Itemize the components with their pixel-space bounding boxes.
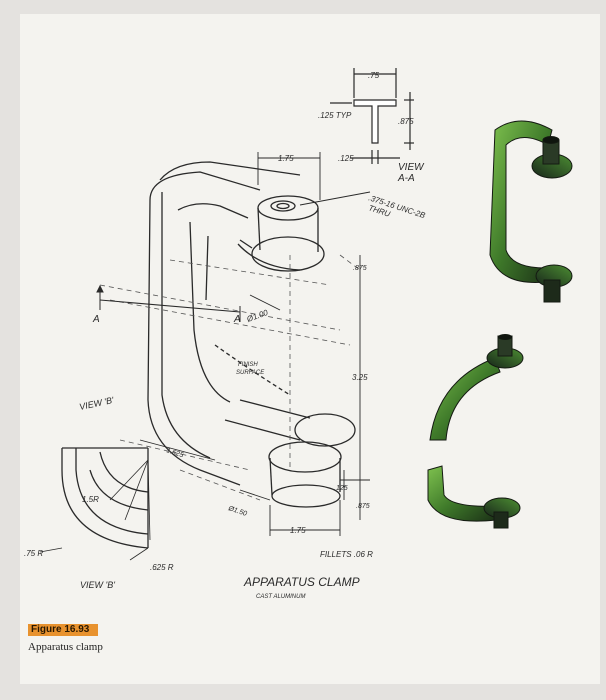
figure-number: Figure 16.93 <box>31 624 90 635</box>
render-upper-half <box>429 334 524 441</box>
clamp-isometric-sketch <box>147 161 356 508</box>
dim-top-arm: 1.75 <box>278 154 294 163</box>
figure-tag <box>28 624 98 636</box>
dim-boss-height: .875 <box>353 265 367 272</box>
section-plane <box>96 284 241 322</box>
section-mark-right: A <box>233 314 241 325</box>
dim-small-r: .625 R <box>150 563 174 572</box>
dim-bottom-arm: 1.75 <box>290 526 306 535</box>
drawing-title: APPARATUS CLAMP <box>243 575 360 589</box>
dim-web: .125 <box>338 154 354 163</box>
view-a-a-title-1: VIEW <box>398 162 425 173</box>
dim-bot-small: .125 <box>334 485 348 492</box>
finish-surface-1: FINISH <box>238 362 258 368</box>
dim-section-height: .875 <box>398 117 414 126</box>
dim-typ-thickness: .125 TYP <box>318 111 352 120</box>
view-b-detail <box>39 447 151 561</box>
section-mark-left: A <box>92 314 100 325</box>
view-a-a-section <box>330 68 414 164</box>
dim-outer-r: .75 R <box>24 549 43 558</box>
dim-total-height: 3.25 <box>352 373 368 382</box>
view-a-a-title-2: A-A <box>397 173 415 184</box>
dim-top-width: .75 <box>368 71 380 80</box>
render-full-clamp <box>489 120 573 303</box>
construction-lines <box>99 254 361 501</box>
dim-bot-boss: .875 <box>356 503 370 510</box>
iso-dimension-lines <box>139 152 371 536</box>
figure-caption: Apparatus clamp <box>28 641 103 653</box>
view-b-label: VIEW 'B' <box>80 580 115 590</box>
render-lower-half <box>427 465 521 529</box>
finish-surface-2: SURFACE <box>236 370 265 376</box>
drawing-subtitle: CAST ALUMINUM <box>256 594 305 600</box>
dim-inner-r: 1.5R <box>82 495 99 504</box>
fillets-note: FILLETS .06 R <box>320 550 373 559</box>
